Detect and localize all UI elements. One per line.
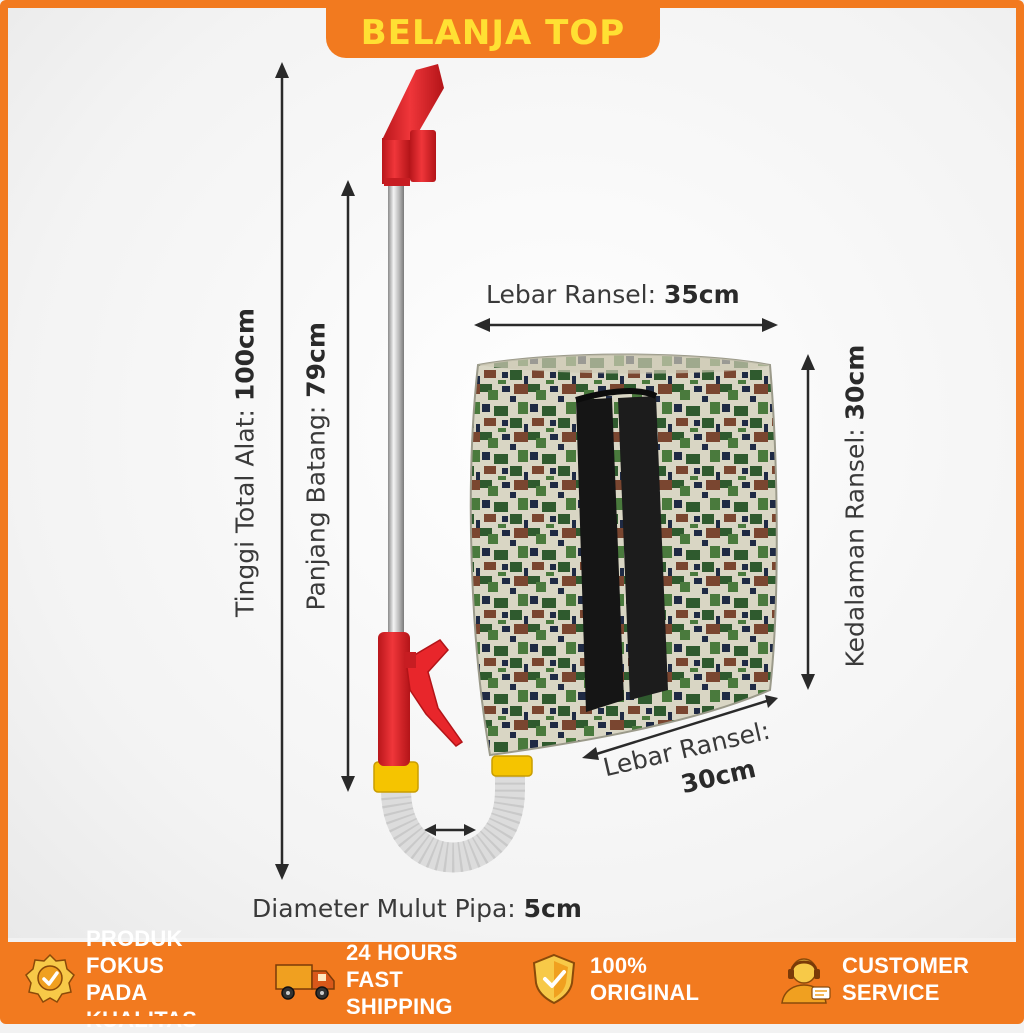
bag-depth-arrow [801,354,815,690]
total-height-value: 100cm [230,308,260,402]
feature-service-line2: SERVICE [842,980,940,1005]
backpack-strap-right [618,396,668,700]
total-height-label: Tinggi Total Alat: 100cm [231,298,260,628]
pipe-diameter-label: Diameter Mulut Pipa: 5cm [252,894,582,923]
pipe-diameter-arrow [424,824,476,836]
trigger-handle [378,632,464,766]
rod-length-label: Panjang Batang: 79cm [301,322,331,611]
feature-quality-line1: PRODUK FOKUS [86,926,183,978]
feature-shipping-line1: 24 HOURS [346,939,458,965]
feature-service-line1: CUSTOMER [842,953,970,978]
feature-service: CUSTOMER SERVICE [764,942,1016,1016]
total-height-arrow [275,62,289,880]
camo-backpack [469,353,778,757]
feature-original-line2: ORIGINAL [590,980,700,1005]
metal-rod [388,180,404,642]
quality-badge-icon [25,953,75,1004]
feature-original-line1: 100% [590,953,648,978]
customer-service-icon [781,958,831,1004]
delivery-truck-icon [275,964,335,1000]
feature-original: 100% ORIGINAL [512,942,764,1016]
bag-width-top-label: Lebar Ransel: 35cm [486,280,740,309]
brand-banner: BELANJA TOP [326,8,660,58]
rod-length-arrow [341,180,355,792]
bag-depth-label: Kedalaman Ransel: 30cm [840,345,870,668]
feature-bar: PRODUK FOKUS PADA KUALITAS 24 HOURS FAST… [8,926,1016,1032]
feature-shipping: 24 HOURS FAST SHIPPING [260,939,512,1019]
backpack-strap-left [576,398,624,712]
feature-quality-line2: PADA KUALITAS [86,980,198,1032]
bag-width-top-arrow [474,318,778,332]
shield-check-icon [532,953,576,1005]
yellow-fitting-right [491,755,533,777]
bag-width-bottom-arrow [582,695,778,760]
spray-nozzle [382,64,444,186]
feature-quality: PRODUK FOKUS PADA KUALITAS [8,926,260,1032]
brand-name: BELANJA TOP [360,13,626,53]
bag-width-top-value: 35cm [664,280,740,309]
total-height-prefix: Tinggi Total Alat: [230,401,260,617]
pipe-diameter-value: 5cm [523,894,582,923]
bag-width-top-prefix: Lebar Ransel: [486,280,664,309]
rod-length-prefix: Panjang Batang: [301,397,331,611]
bag-depth-prefix: Kedalaman Ransel: [840,420,870,668]
bag-depth-value: 30cm [840,344,870,421]
yellow-fitting-left [373,761,419,793]
pipe-diameter-prefix: Diameter Mulut Pipa: [252,894,524,923]
feature-shipping-line2: FAST SHIPPING [346,966,453,1019]
rod-length-value: 79cm [301,322,331,398]
